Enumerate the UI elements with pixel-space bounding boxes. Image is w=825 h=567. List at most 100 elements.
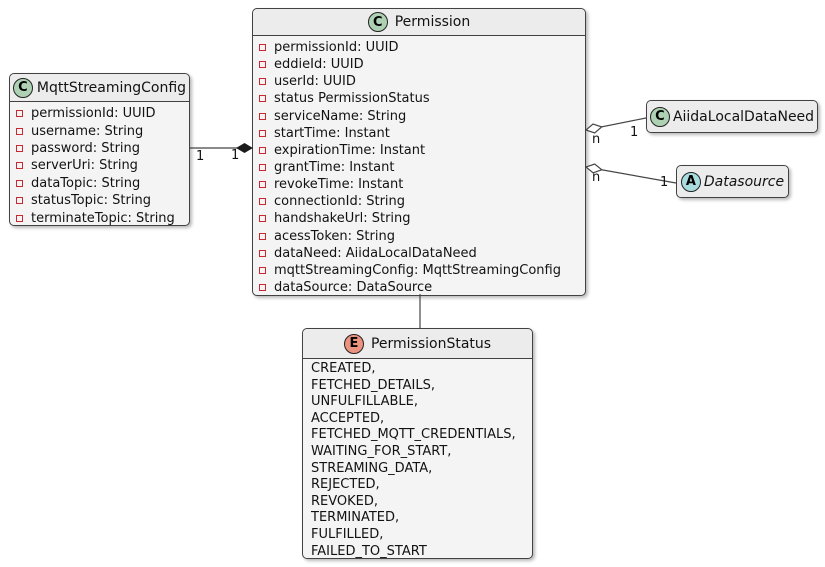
private-field-icon: [259, 78, 266, 86]
enum-value-list: CREATED,FETCHED_DETAILS,UNFULFILLABLE,AC…: [303, 359, 532, 560]
attribute-row: dataNeed: AiidaLocalDataNeed: [259, 245, 579, 262]
class-stereotype-icon: C: [649, 106, 670, 127]
class-box-datasource: A Datasource: [676, 165, 789, 198]
attribute-text: dataTopic: String: [31, 175, 141, 191]
enum-value: WAITING_FOR_START,: [311, 443, 452, 459]
attribute-text: serviceName: String: [274, 108, 407, 124]
private-field-icon: [259, 61, 266, 69]
private-field-icon: [259, 146, 266, 154]
attribute-row: status PermissionStatus: [259, 90, 579, 107]
attribute-text: dataNeed: AiidaLocalDataNeed: [274, 245, 477, 261]
attribute-row: password: String: [16, 140, 183, 157]
class-header-aiidalocaldataneed: C AiidaLocalDataNeed: [647, 101, 817, 132]
attribute-row: serviceName: String: [259, 108, 579, 125]
attribute-row: username: String: [16, 122, 183, 139]
abstract-stereotype-icon: A: [680, 171, 701, 192]
enum-value: UNFULFILLABLE,: [311, 394, 418, 410]
private-field-icon: [259, 215, 266, 223]
private-field-icon: [259, 266, 266, 274]
multiplicity-label: 1: [231, 148, 240, 163]
private-field-icon: [16, 162, 23, 170]
attribute-row: userId: UUID: [259, 73, 579, 90]
class-box-permission: C Permission permissionId: UUID eddieId:…: [252, 8, 586, 296]
attribute-row: serverUri: String: [16, 157, 183, 174]
attribute-row: mqttStreamingConfig: MqttStreamingConfig: [259, 262, 579, 279]
enum-value: FETCHED_DETAILS,: [311, 377, 435, 393]
multiplicity-label: n: [592, 132, 601, 147]
attribute-row: acessToken: String: [259, 228, 579, 245]
enum-value: FAILED_TO_START: [311, 543, 427, 559]
attribute-list: permissionId: UUID username: String pass…: [10, 102, 189, 227]
class-name: MqttStreamingConfig: [36, 79, 187, 96]
private-field-icon: [259, 95, 266, 103]
attribute-row: dataSource: DataSource: [259, 279, 579, 296]
class-box-mqttstreamingconfig: C MqttStreamingConfig permissionId: UUID…: [9, 73, 190, 226]
attribute-text: connectionId: String: [274, 194, 406, 210]
class-header-mqttstreamingconfig: C MqttStreamingConfig: [10, 74, 189, 102]
private-field-icon: [259, 112, 266, 120]
enum-value: REVOKED,: [311, 493, 379, 509]
private-field-icon: [259, 181, 266, 189]
class-name: Datasource: [703, 173, 785, 190]
attribute-text: handshakeUrl: String: [274, 211, 411, 227]
private-field-icon: [259, 129, 266, 137]
class-header-permission: C Permission: [253, 9, 585, 36]
multiplicity-label: 1: [196, 149, 205, 164]
attribute-row: permissionId: UUID: [259, 39, 579, 56]
attribute-text: dataSource: DataSource: [274, 280, 433, 296]
enum-box-permissionstatus: E PermissionStatus CREATED,FETCHED_DETAI…: [302, 328, 533, 559]
enum-value: CREATED,: [311, 361, 376, 376]
attribute-text: permissionId: UUID: [31, 106, 156, 122]
attribute-row: connectionId: String: [259, 193, 579, 210]
enum-value: REJECTED,: [311, 477, 380, 493]
attribute-text: grantTime: Instant: [274, 160, 395, 176]
attribute-text: startTime: Instant: [274, 125, 390, 141]
enum-value: FETCHED_MQTT_CREDENTIALS,: [311, 427, 516, 443]
attribute-text: serverUri: String: [31, 158, 138, 174]
attribute-text: permissionId: UUID: [274, 40, 399, 56]
attribute-text: eddieId: UUID: [274, 57, 364, 73]
private-field-icon: [16, 127, 23, 135]
class-name: Permission: [394, 14, 471, 30]
private-field-icon: [259, 249, 266, 257]
enum-stereotype-icon: E: [343, 333, 364, 354]
attribute-text: password: String: [31, 140, 141, 156]
private-field-icon: [259, 164, 266, 172]
attribute-row: grantTime: Instant: [259, 159, 579, 176]
private-field-icon: [259, 198, 266, 206]
multiplicity-label: 1: [660, 175, 669, 190]
enum-name: PermissionStatus: [370, 335, 492, 352]
private-field-icon: [259, 284, 266, 292]
attribute-text: revokeTime: Instant: [274, 177, 404, 193]
class-header-datasource: A Datasource: [677, 166, 788, 197]
enum-value: TERMINATED,: [311, 510, 400, 526]
private-field-icon: [16, 179, 23, 187]
attribute-row: expirationTime: Instant: [259, 142, 579, 159]
attribute-row: statusTopic: String: [16, 192, 183, 209]
attribute-row: eddieId: UUID: [259, 56, 579, 73]
private-field-icon: [16, 144, 23, 152]
attribute-row: dataTopic: String: [16, 175, 183, 192]
attribute-row: revokeTime: Instant: [259, 176, 579, 193]
attribute-text: username: String: [31, 123, 144, 139]
enum-value: ACCEPTED,: [311, 410, 385, 426]
multiplicity-label: n: [592, 170, 601, 185]
class-box-aiidalocaldataneed: C AiidaLocalDataNeed: [646, 100, 818, 133]
class-name: AiidaLocalDataNeed: [672, 108, 815, 125]
attribute-text: expirationTime: Instant: [274, 142, 426, 158]
enum-value: FULFILLED,: [311, 526, 384, 542]
class-stereotype-icon: C: [12, 77, 33, 98]
attribute-text: userId: UUID: [274, 74, 356, 90]
enum-value: STREAMING_DATA,: [311, 460, 433, 476]
attribute-row: startTime: Instant: [259, 125, 579, 142]
private-field-icon: [259, 232, 266, 240]
private-field-icon: [259, 44, 266, 52]
attribute-text: acessToken: String: [274, 228, 395, 244]
multiplicity-label: 1: [630, 125, 639, 140]
attribute-list: permissionId: UUID eddieId: UUID userId:…: [253, 36, 585, 296]
attribute-text: mqttStreamingConfig: MqttStreamingConfig: [274, 262, 561, 278]
attribute-text: terminateTopic: String: [31, 210, 175, 226]
private-field-icon: [16, 214, 23, 222]
attribute-text: statusTopic: String: [31, 193, 151, 209]
